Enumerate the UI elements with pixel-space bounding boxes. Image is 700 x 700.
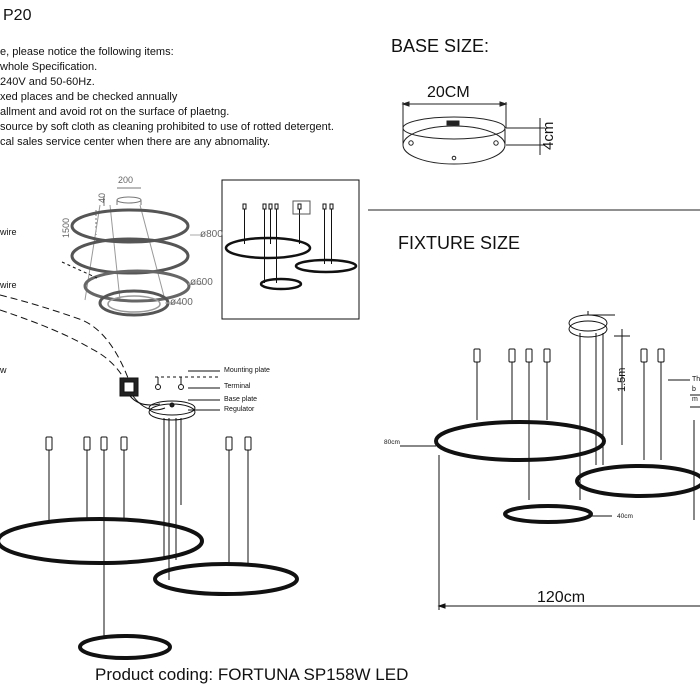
wiring-diagram xyxy=(0,261,220,580)
side-note-1: Th xyxy=(692,376,700,383)
notice-line: allment and avoid rot on the surface of … xyxy=(0,106,230,118)
left-w-label: w xyxy=(0,365,7,375)
notice-line: e, please notice the following items: xyxy=(0,46,174,58)
drop-length-label: 1.5m xyxy=(616,367,628,392)
wire-label-2: wire xyxy=(0,280,17,290)
base-plate-label: Base plate xyxy=(224,396,258,403)
base-plate-drawing xyxy=(401,101,545,165)
model-code: P20 xyxy=(3,7,32,24)
notice-line: 240V and 50-60Hz. xyxy=(0,76,95,88)
left-elevation xyxy=(0,436,299,660)
notice-line: xed places and be checked annually xyxy=(0,91,178,103)
notice-line: cal sales service center when there are … xyxy=(0,136,271,148)
pendant-3d-sketch xyxy=(70,187,203,317)
side-note-3: m xyxy=(692,396,698,403)
total-width-label: 120cm xyxy=(537,589,586,606)
sketch-base-height: 40 xyxy=(97,192,107,203)
terminal-label: Terminal xyxy=(224,383,251,390)
base-height-label: 4cm xyxy=(540,121,557,150)
sketch-d600: ø600 xyxy=(190,277,213,288)
fixture-elevation xyxy=(400,311,700,610)
regulator-label: Regulator xyxy=(224,406,255,413)
box-cables xyxy=(242,203,334,283)
notice-line: whole Specification. xyxy=(0,61,98,73)
elevation-box xyxy=(221,179,360,320)
sketch-d800: ø800 xyxy=(200,229,223,240)
sketch-top-dim: 200 xyxy=(118,175,134,185)
product-coding: Product coding: FORTUNA SP158W LED xyxy=(95,665,409,684)
wire-label-1: wire xyxy=(0,227,17,237)
notice-line: source by soft cloth as cleaning prohibi… xyxy=(0,121,334,133)
small-ring-label: 40cm xyxy=(617,513,633,520)
base-width-label: 20CM xyxy=(427,84,470,101)
sketch-d400: ø400 xyxy=(170,297,193,308)
sketch-height-dim: 1500 xyxy=(61,217,71,238)
fixture-size-heading: FIXTURE SIZE xyxy=(398,233,521,253)
big-ring-label: 80cm xyxy=(384,439,400,446)
mounting-plate-label: Mounting plate xyxy=(224,367,270,374)
base-size-heading: BASE SIZE: xyxy=(391,36,490,56)
side-note-2: b xyxy=(692,386,696,393)
